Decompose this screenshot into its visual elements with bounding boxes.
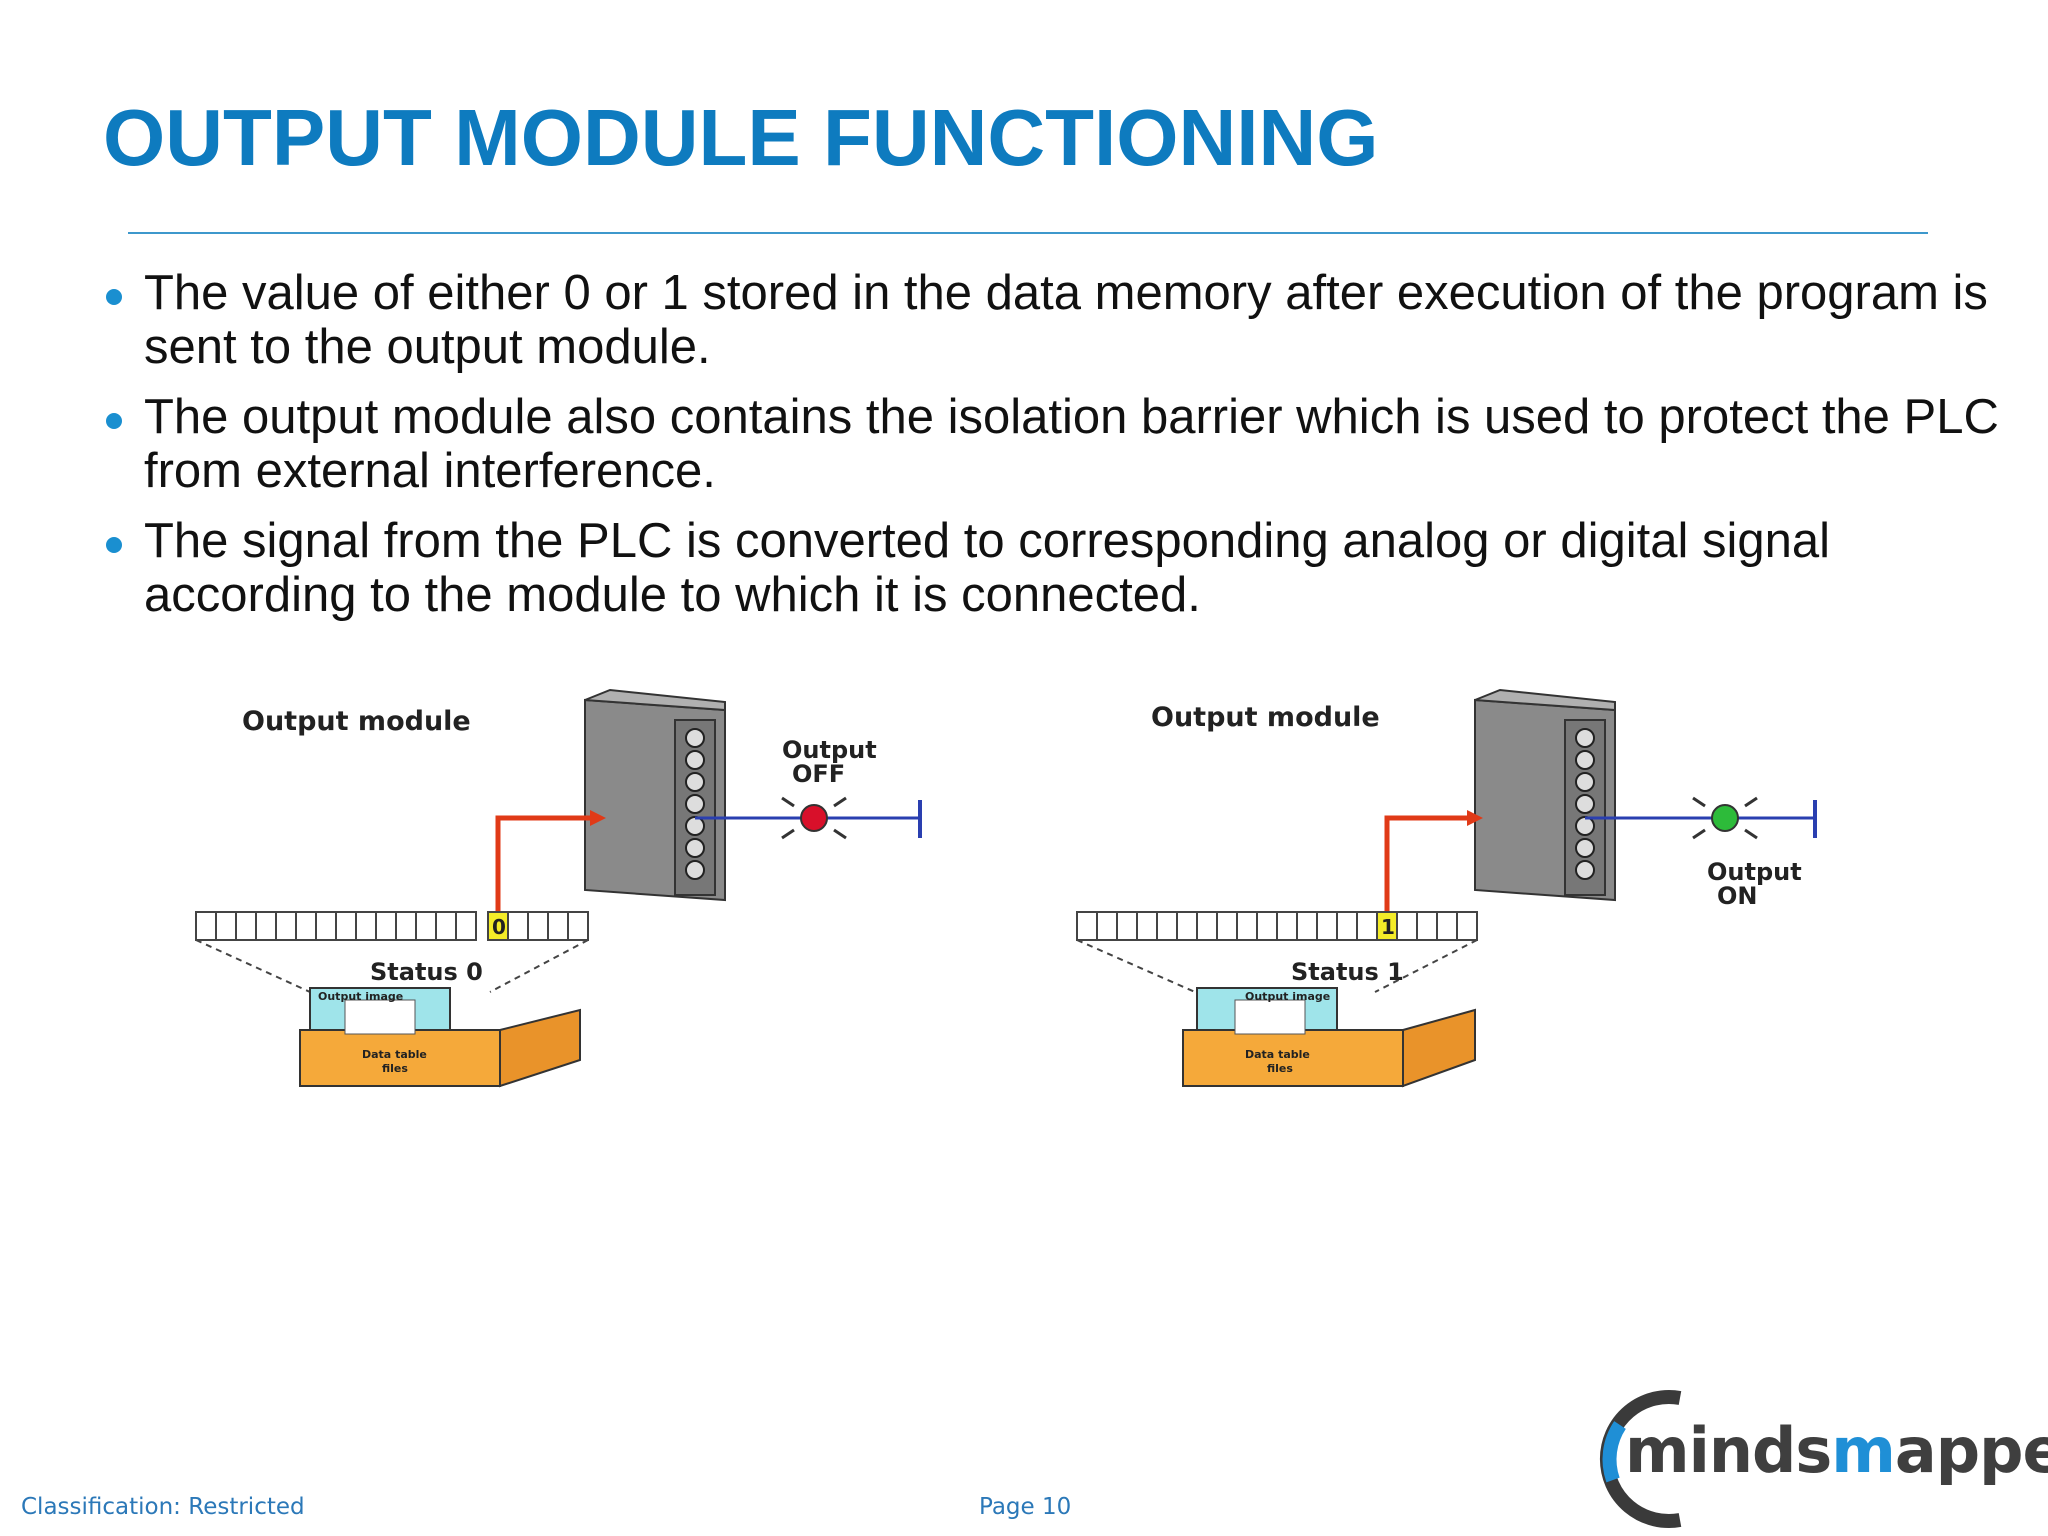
output-image-label: Output image [1245, 990, 1330, 1003]
bullet-list: The value of either 0 or 1 stored in the… [106, 266, 2006, 638]
bullet-item: The output module also contains the isol… [106, 390, 2006, 498]
bit-value: 1 [1381, 915, 1395, 939]
led-off-icon [800, 804, 828, 832]
output-label-line1: Output [1707, 858, 1802, 886]
output-off-diagram: Output module Output OFF 0 Statu [195, 688, 922, 1088]
bit-register [1076, 911, 1478, 941]
bit-register [195, 911, 589, 941]
output-label-line2: OFF [792, 760, 845, 788]
led-on-icon [1711, 804, 1739, 832]
logo-text: mindsmapped [1625, 1414, 2048, 1487]
output-label-line2: ON [1717, 882, 1758, 910]
bullet-text: The value of either 0 or 1 stored in the… [144, 266, 1988, 374]
module-label: Output module [242, 706, 471, 737]
data-table-label-line2: files [1267, 1062, 1293, 1075]
title-divider [128, 232, 1928, 234]
data-table-icon [299, 987, 581, 1088]
bullet-dot-icon [106, 413, 122, 429]
output-label-line1: Output [782, 736, 877, 764]
classification-label: Classification: Restricted [21, 1494, 305, 1520]
bullet-dot-icon [106, 537, 122, 553]
status-label: Status 1 [1291, 958, 1404, 986]
module-label: Output module [1151, 702, 1380, 733]
status-label: Status 0 [370, 958, 483, 986]
bullet-dot-icon [106, 289, 122, 305]
mindsmapped-logo: mindsmapped [1585, 1380, 2048, 1530]
bullet-item: The value of either 0 or 1 stored in the… [106, 266, 2006, 374]
data-table-label-line2: files [382, 1062, 408, 1075]
bullet-text: The signal from the PLC is converted to … [144, 514, 1831, 622]
output-module-icon [1474, 688, 1616, 902]
logo-text-part1: minds [1625, 1414, 1832, 1487]
bullet-text: The output module also contains the isol… [144, 390, 1999, 498]
logo-text-part2: m [1831, 1414, 1896, 1487]
slide-title: OUTPUT MODULE FUNCTIONING [103, 93, 1379, 182]
output-module-icon [584, 688, 726, 902]
bit-value: 0 [492, 915, 506, 939]
output-image-label: Output image [318, 990, 403, 1003]
data-table-icon [1182, 987, 1476, 1088]
output-on-diagram: Output module Output ON 1 Status 1 [1076, 688, 1817, 1088]
logo-text-part3: apped [1894, 1414, 2048, 1487]
data-table-label-line1: Data table [1245, 1048, 1310, 1061]
page-number: Page 10 [979, 1494, 1072, 1520]
logo-ring-icon [1599, 1390, 1682, 1528]
bullet-item: The signal from the PLC is converted to … [106, 514, 2006, 622]
data-table-label-line1: Data table [362, 1048, 427, 1061]
